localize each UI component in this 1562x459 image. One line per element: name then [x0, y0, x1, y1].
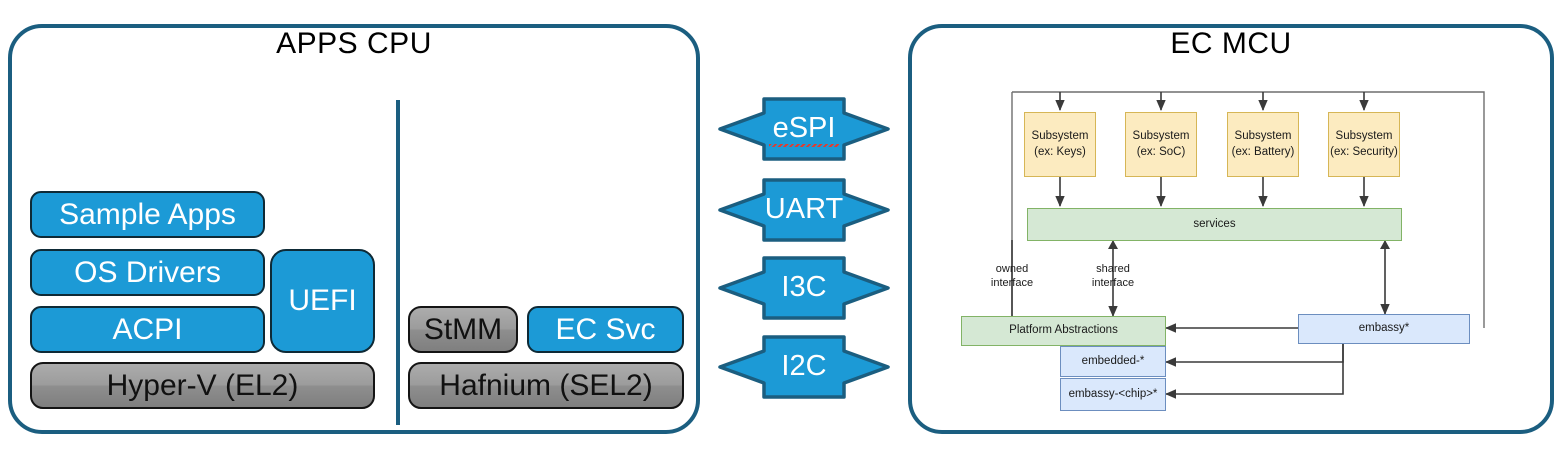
crate-embassy-chip[interactable]: embassy-<chip>* [1060, 378, 1166, 411]
crate-embedded[interactable]: embedded-* [1060, 346, 1166, 377]
subsystem-soc-line2: (ex: SoC) [1136, 145, 1186, 158]
box-sample-apps-label: Sample Apps [59, 197, 236, 231]
box-sample-apps[interactable]: Sample Apps [30, 191, 265, 238]
box-uefi-label: UEFI [288, 284, 357, 317]
box-os-drivers-label: OS Drivers [74, 255, 221, 289]
platform-abstractions-box[interactable]: Platform Abstractions [961, 316, 1166, 346]
ec-mcu-title: EC MCU [1170, 27, 1292, 60]
platform-abstractions-label: Platform Abstractions [1009, 324, 1118, 337]
box-uefi[interactable]: UEFI [270, 249, 375, 353]
services-box[interactable]: services [1027, 208, 1402, 241]
box-stmm[interactable]: StMM [408, 306, 518, 353]
subsystem-soc[interactable]: Subsystem (ex: SoC) [1125, 112, 1197, 177]
world-divider [396, 100, 400, 425]
owned-interface-line1: owned [995, 263, 1029, 275]
box-hafnium[interactable]: Hafnium (SEL2) [408, 362, 684, 409]
embassy-label: embassy* [1358, 322, 1410, 335]
box-ec-svc-label: EC Svc [555, 312, 656, 346]
shared-interface-caption: shared interface [1068, 262, 1158, 291]
shared-interface-line1: shared [1096, 263, 1130, 275]
box-hafnium-label: Hafnium (SEL2) [439, 368, 653, 402]
box-hyper-v[interactable]: Hyper-V (EL2) [30, 362, 375, 409]
subsystem-battery[interactable]: Subsystem (ex: Battery) [1227, 112, 1299, 177]
box-hyper-v-label: Hyper-V (EL2) [106, 368, 299, 402]
apps-cpu-title: APPS CPU [276, 27, 432, 60]
box-acpi-label: ACPI [112, 312, 183, 346]
subsystem-keys-line2: (ex: Keys) [1034, 145, 1086, 158]
box-acpi[interactable]: ACPI [30, 306, 265, 353]
subsystem-battery-line2: (ex: Battery) [1231, 145, 1295, 158]
shared-interface-line2: interface [1091, 277, 1135, 290]
box-ec-svc[interactable]: EC Svc [527, 306, 684, 353]
services-label: services [1193, 217, 1236, 230]
subsystem-soc-line1: Subsystem [1132, 129, 1190, 142]
box-os-drivers[interactable]: OS Drivers [30, 249, 265, 296]
subsystem-security[interactable]: Subsystem (ex: Security) [1328, 112, 1400, 177]
subsystem-keys[interactable]: Subsystem (ex: Keys) [1024, 112, 1096, 177]
subsystem-battery-line1: Subsystem [1234, 129, 1292, 142]
crate-embassy-chip-label: embassy-<chip>* [1068, 387, 1158, 400]
crate-embedded-label: embedded-* [1081, 354, 1145, 367]
owned-interface-line2: interface [990, 277, 1034, 290]
subsystem-keys-line1: Subsystem [1031, 129, 1089, 142]
owned-interface-caption: owned interface [967, 262, 1057, 291]
embassy-box[interactable]: embassy* [1298, 314, 1470, 344]
subsystem-security-line2: (ex: Security) [1330, 145, 1398, 158]
subsystem-security-line1: Subsystem [1335, 129, 1393, 142]
box-stmm-label: StMM [423, 312, 503, 346]
